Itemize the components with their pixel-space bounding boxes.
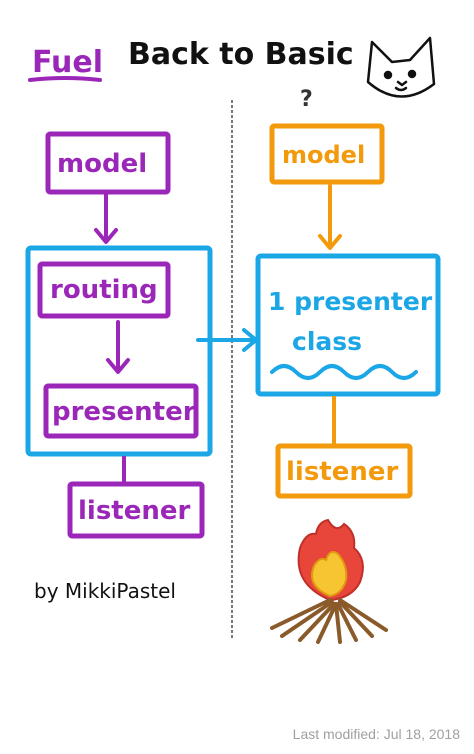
right-presenter-line1: 1 presenter (268, 287, 433, 316)
title-main: Back to Basic (128, 37, 354, 72)
cat-face-icon (366, 36, 436, 98)
campfire-icon (270, 518, 388, 644)
left-model-box (45, 131, 171, 195)
last-modified-text: Last modified: Jul 18, 2018 (292, 726, 460, 742)
left-listener-label: listener (78, 496, 191, 526)
right-model-box (269, 123, 385, 185)
left-routing-label: routing (50, 275, 158, 305)
arrow-icon (196, 328, 258, 352)
left-presenter-label: presenter (52, 397, 196, 427)
title-fuel: Fuel (32, 45, 103, 80)
right-listener-label: listener (286, 457, 399, 487)
right-presenter-wave (270, 364, 418, 380)
title-fuel-underline (28, 76, 102, 82)
arrow-icon (318, 184, 342, 250)
signature: by MikkiPastel (34, 579, 176, 603)
squiggle-mark: ? (300, 87, 313, 112)
left-presenter-box (43, 383, 199, 439)
arrow-icon (106, 320, 130, 374)
right-presenter-line2: class (292, 327, 362, 356)
left-routing-box (37, 261, 171, 319)
right-presenter-class-box (255, 253, 441, 397)
arrow-icon (94, 192, 118, 244)
right-model-label: model (282, 141, 365, 169)
left-model-label: model (57, 149, 147, 179)
left-listener-box (67, 481, 205, 539)
left-presenter-container (25, 245, 213, 457)
right-listener-box (275, 443, 413, 499)
